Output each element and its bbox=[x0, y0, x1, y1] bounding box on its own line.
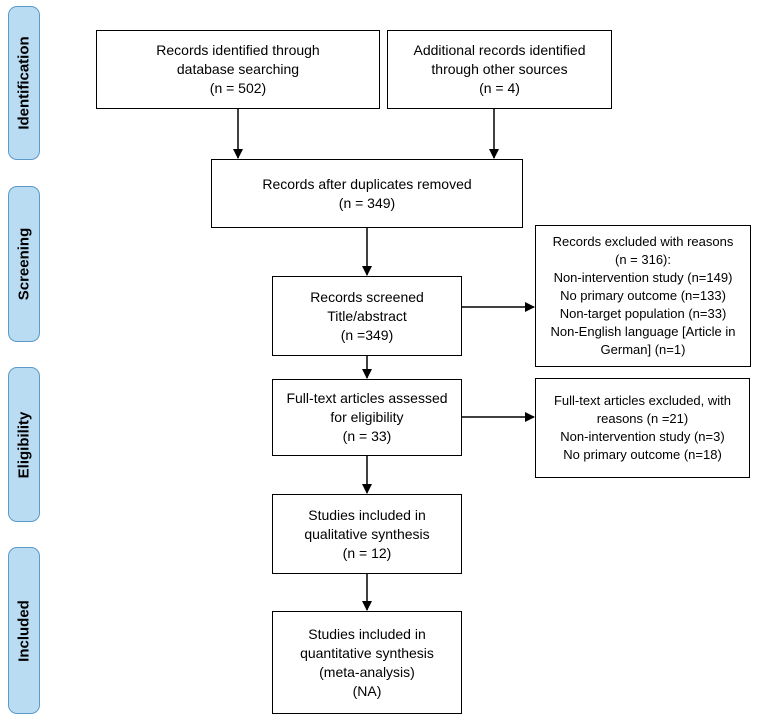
box-line: Non-English language [Article in bbox=[550, 324, 736, 339]
phase-screening-label: Screening bbox=[15, 227, 33, 301]
box-line: Records excluded with reasons bbox=[552, 234, 734, 249]
box-line: (n = 349) bbox=[338, 194, 396, 211]
box-line: Studies included in bbox=[308, 625, 426, 642]
box-line: Studies included in bbox=[308, 506, 426, 523]
phase-eligibility: Eligibility bbox=[8, 367, 40, 522]
box-line: Full-text articles excluded, with bbox=[553, 393, 731, 408]
box-line: (NA) bbox=[352, 682, 382, 699]
box-fulltext-assessed: Full-text articles assessed for eligibil… bbox=[272, 379, 462, 456]
box-line: database searching bbox=[176, 61, 300, 77]
box-line: Additional records identified bbox=[413, 42, 586, 58]
box-line: (n =349) bbox=[340, 326, 394, 343]
box-records-screened: Records screened Title/abstract (n =349) bbox=[272, 276, 462, 356]
box-qualitative-synthesis: Studies included in qualitative synthesi… bbox=[272, 494, 462, 574]
box-database-search: Records identified through database sear… bbox=[96, 30, 380, 109]
box-line: for eligibility bbox=[330, 409, 404, 425]
box-line: German] (n=1) bbox=[600, 342, 686, 357]
box-line: (n = 12) bbox=[342, 544, 392, 561]
box-line: No primary outcome (n=18) bbox=[563, 447, 722, 462]
box-line: No primary outcome (n=133) bbox=[560, 288, 726, 303]
phase-eligibility-label: Eligibility bbox=[15, 411, 33, 478]
phase-included: Included bbox=[8, 547, 40, 714]
box-line: (n = 502) bbox=[209, 80, 267, 96]
box-line: Title/abstract bbox=[327, 307, 407, 324]
box-line: Non-intervention study (n=149) bbox=[553, 270, 733, 285]
box-line: (n = 33) bbox=[342, 428, 392, 444]
box-line: Records identified through bbox=[156, 42, 320, 58]
box-line: qualitative synthesis bbox=[304, 525, 430, 542]
box-quantitative-synthesis: Studies included in quantitative synthes… bbox=[272, 611, 462, 714]
box-line: through other sources bbox=[431, 61, 568, 77]
box-line: Records after duplicates removed bbox=[262, 175, 472, 192]
box-line: (n = 4) bbox=[479, 80, 520, 96]
box-duplicates-removed: Records after duplicates removed (n = 34… bbox=[211, 159, 523, 228]
phase-included-label: Included bbox=[15, 599, 33, 662]
box-line: quantitative synthesis bbox=[300, 644, 434, 661]
box-line: Non-intervention study (n=3) bbox=[560, 429, 725, 444]
phase-identification: Identification bbox=[8, 6, 40, 160]
box-line: (n = 316): bbox=[614, 252, 671, 267]
phase-screening: Screening bbox=[8, 186, 40, 342]
box-line: reasons (n =21) bbox=[596, 411, 689, 426]
phase-identification-label: Identification bbox=[15, 36, 33, 130]
box-line: Full-text articles assessed bbox=[286, 390, 448, 406]
box-line: Non-target population (n=33) bbox=[559, 306, 727, 321]
box-records-excluded: Records excluded with reasons (n = 316):… bbox=[535, 225, 751, 367]
box-line: Records screened bbox=[310, 288, 424, 305]
box-fulltext-excluded: Full-text articles excluded, with reason… bbox=[535, 378, 750, 478]
box-other-sources: Additional records identified through ot… bbox=[387, 30, 612, 109]
box-line: (meta-analysis) bbox=[319, 663, 415, 680]
